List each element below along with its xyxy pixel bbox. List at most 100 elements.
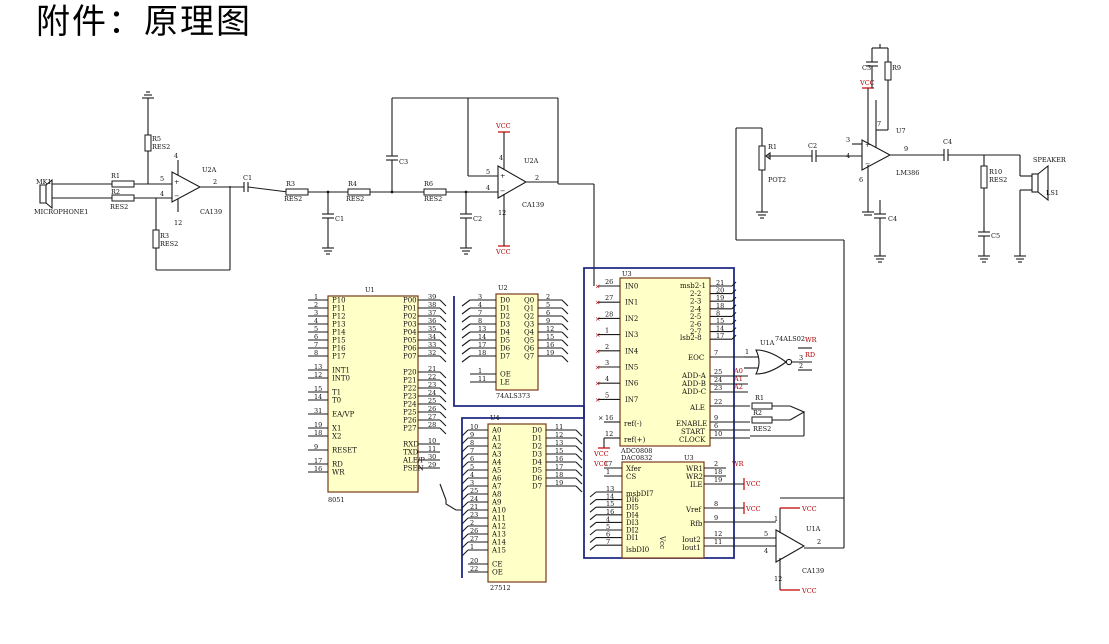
r1-label: R1 (111, 172, 120, 180)
bus-entry (589, 514, 597, 521)
u1-pin-number: 19 (314, 421, 322, 429)
u1-pin-number: 31 (314, 407, 322, 415)
u2-pin-number: 2 (546, 293, 550, 301)
bus-entry (589, 506, 597, 513)
adc-pin-number: 2 (605, 343, 609, 351)
bus-entry (439, 379, 447, 387)
u1-pin-number: 34 (428, 333, 436, 341)
adc-refplus-label: ref(+) (624, 436, 646, 444)
bus-entry (575, 469, 583, 477)
u1-pin-number: 29 (428, 461, 436, 469)
u4-pin-number: 9 (470, 431, 474, 439)
u1-pin-number: 15 (314, 385, 322, 393)
adc-pin-number: 18 (716, 302, 724, 310)
u4-pin-name: A14 (491, 539, 507, 547)
svg-text:8: 8 (714, 500, 718, 508)
adc-vcc-label: VCC (593, 450, 609, 458)
u1-pin-name: P13 (332, 321, 346, 329)
u1-pin-name: P22 (403, 385, 417, 393)
u2-pin-name: D2 (500, 313, 510, 321)
u2-pin-name: Q6 (524, 345, 535, 353)
bus-entry (561, 307, 569, 315)
u1a-type: CA139 (802, 567, 824, 575)
bus-entry (439, 323, 447, 331)
u2-pin-number: 14 (478, 333, 486, 341)
dac-lsb-label: lsbDI0 (626, 546, 649, 554)
pot-r1-label: R1 (768, 143, 777, 151)
opamp-u1a (775, 529, 806, 563)
bus-entry (439, 419, 447, 427)
svg-text:−: − (174, 192, 179, 200)
r4-label: R4 (348, 180, 357, 188)
svg-text:4: 4 (160, 190, 164, 198)
u2-pin-name: D3 (500, 321, 510, 329)
u2-pin-name: Q1 (524, 305, 534, 313)
r3-filter-label: R3 (286, 180, 295, 188)
gate-wr-label: WR (805, 336, 818, 344)
adc-pin-name: 2-5 (690, 313, 701, 321)
adc-start-label: START (681, 428, 705, 436)
c4-low-label: C4 (888, 215, 897, 223)
bus-entry (731, 334, 737, 340)
svg-text:18: 18 (714, 468, 722, 476)
bus-entry (561, 339, 569, 347)
opamp-u2a-2 (497, 165, 528, 199)
u2-pin-number: 11 (478, 375, 486, 383)
u4-pin-name: D0 (532, 427, 542, 435)
u4-pin-number: 20 (470, 557, 478, 565)
resistor-r9 (884, 61, 892, 81)
u1-pin-name: P14 (332, 329, 346, 337)
bus-entry (561, 299, 569, 307)
bus-entry (439, 403, 447, 411)
u1-pin-number: 6 (314, 333, 318, 341)
adc-refminus-label: ref(-) (624, 420, 642, 428)
u7-pin6: 6 (859, 176, 863, 184)
u1-pin-name: P25 (403, 409, 417, 417)
bus-entry (461, 541, 469, 549)
u1-pin-name: P12 (332, 313, 346, 321)
bus-entry (561, 331, 569, 339)
adc-pin-number: 14 (716, 325, 724, 333)
bus-entry (561, 347, 569, 355)
u1-pin-number: 24 (428, 389, 436, 397)
u4-pin-number: 17 (555, 463, 563, 471)
u1-label: U1 (365, 286, 375, 294)
bus-entry (575, 485, 583, 493)
u4-body (487, 423, 547, 583)
u4-pin-number: 23 (470, 511, 478, 519)
u1-pin-number: 7 (314, 341, 318, 349)
svg-text:+: + (865, 141, 870, 149)
u1-pin-number: 8 (314, 349, 318, 357)
r5-type-label: RES2 (152, 143, 170, 151)
dac-wr2-label: WR2 (686, 473, 703, 481)
u4-pin-number: 11 (555, 423, 563, 431)
u1-pin-number: 37 (428, 309, 436, 317)
u4-pin-name: A10 (491, 507, 506, 515)
bus-entry (731, 296, 737, 302)
u4-pin-number: 4 (470, 471, 474, 479)
u4-pin-number: 12 (555, 431, 563, 439)
dac-ile-label: ILE (690, 481, 703, 489)
svg-text:23: 23 (714, 384, 722, 392)
bus-entry (461, 445, 469, 453)
u2-pin-number: 7 (478, 309, 482, 317)
dac-u3-label: U3 (684, 454, 694, 462)
bus-entry (731, 327, 737, 332)
u1-pin-name: P20 (403, 369, 417, 377)
svg-text:10: 10 (714, 430, 722, 438)
u1-pin-number: 4 (314, 317, 318, 325)
svg-text:22: 22 (714, 398, 722, 406)
dac-pin-number: 5 (606, 523, 610, 531)
u4-pin-number: 18 (555, 471, 563, 479)
bus-entry (439, 355, 447, 363)
r10-label: R10 (989, 168, 1002, 176)
bus-entry (439, 387, 447, 395)
adc-pin-number: 21 (716, 279, 724, 287)
u2-pin-number: 8 (478, 317, 482, 325)
u4-pin-number: 5 (470, 463, 474, 471)
svg-text:3: 3 (799, 354, 803, 362)
vcc-bottom-label: VCC (495, 248, 511, 256)
microphone-label: MICROPHONE1 (34, 208, 88, 216)
u1-pin-number: 39 (428, 293, 436, 301)
bus-entry (461, 525, 469, 533)
